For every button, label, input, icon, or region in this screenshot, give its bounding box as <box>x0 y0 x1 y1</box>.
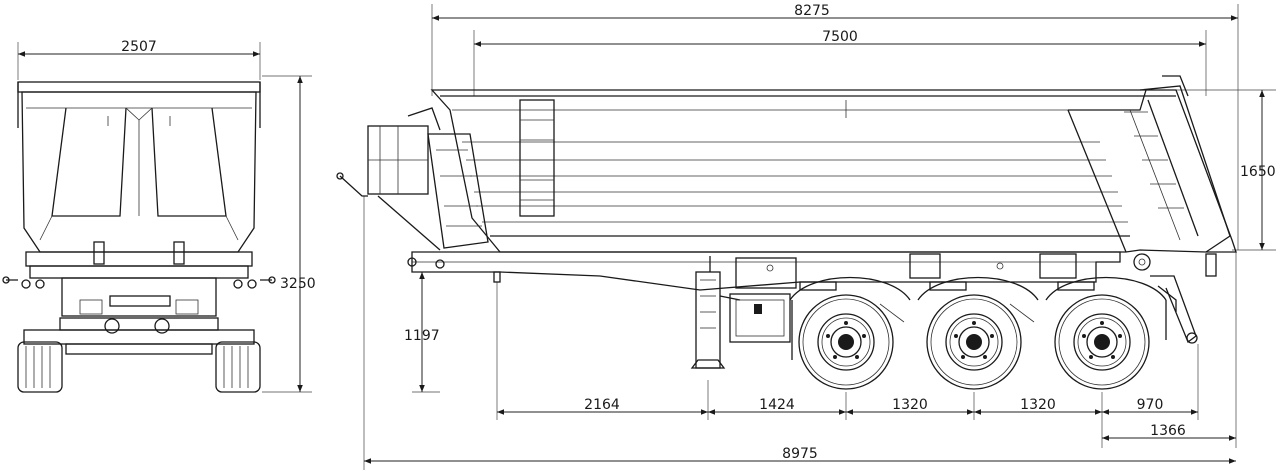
front-body <box>17 81 261 267</box>
fifth-wheel-height-dimension: 1197 <box>404 271 440 393</box>
fifth-wheel-height-label: 1197 <box>404 328 440 344</box>
axle2-to-axle3-label: 1320 <box>1020 397 1056 413</box>
front-height-label: 3250 <box>280 276 316 292</box>
body-length-label: 8275 <box>794 3 830 19</box>
overall-length-label: 8975 <box>782 446 818 462</box>
front-platform <box>336 107 441 251</box>
tipper-body <box>427 75 1237 253</box>
suspension <box>789 276 1167 360</box>
front-tires <box>17 341 261 393</box>
body-height-label: 1650 <box>1240 164 1276 180</box>
kingpin-to-landing-gear-label: 2164 <box>584 397 620 413</box>
wheel-axle-3 <box>1054 294 1150 390</box>
front-width-label: 2507 <box>121 39 157 55</box>
front-height-dimension: 3250 <box>262 75 316 393</box>
rear-bumper <box>1150 253 1217 344</box>
rear-dim-label: 1366 <box>1150 423 1186 439</box>
body-length-dimension: 8275 <box>431 3 1239 250</box>
side-chassis <box>407 251 1151 291</box>
rear-overhang-dimension: 1366 <box>1102 423 1236 441</box>
axle1-to-axle2-label: 1320 <box>892 397 928 413</box>
landing-gear <box>690 256 741 369</box>
overall-length-dimension: 8975 <box>363 196 1236 470</box>
wheels <box>798 294 1150 390</box>
front-chassis <box>2 265 276 355</box>
side-view: 8275 7500 1650 1197 <box>336 3 1276 470</box>
axle-spacing-dimensions: 2164 1424 1320 1320 970 <box>496 252 1237 448</box>
landing-gear-to-axle1-label: 1424 <box>759 397 795 413</box>
body-inner-length-label: 7500 <box>822 29 858 45</box>
wheel-axle-1 <box>798 294 894 390</box>
body-height-dimension: 1650 <box>1176 89 1276 251</box>
front-view: 2507 3250 <box>2 39 316 393</box>
wheel-axle-2 <box>926 294 1022 390</box>
toolbox <box>729 293 791 343</box>
axle3-to-rear-label: 970 <box>1137 397 1164 413</box>
body-inner-length-dimension: 7500 <box>473 29 1207 96</box>
front-width-dimension: 2507 <box>17 39 261 80</box>
